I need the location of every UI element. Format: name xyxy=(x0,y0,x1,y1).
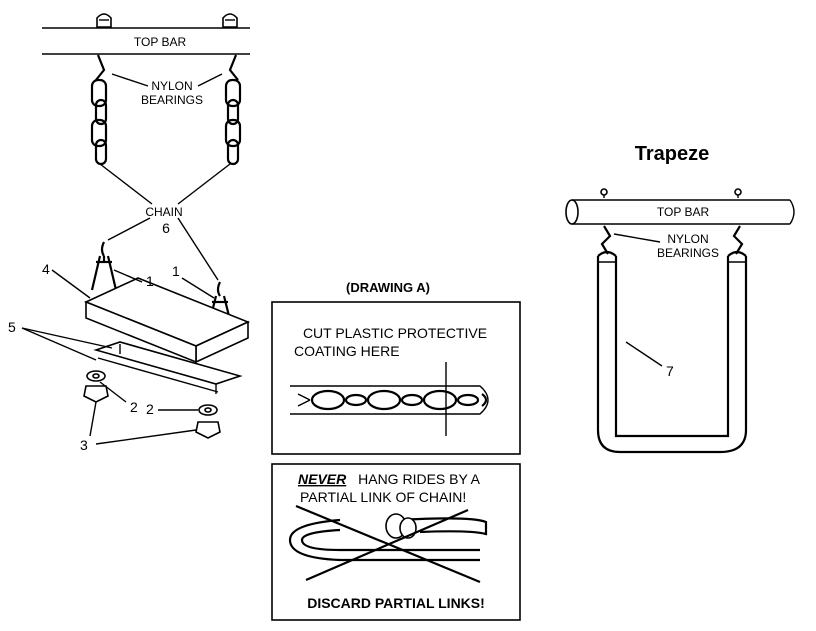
warning-line2: PARTIAL LINK OF CHAIN! xyxy=(300,489,466,505)
drawing-a-box xyxy=(271,301,521,455)
swing-left-hanger xyxy=(90,241,118,291)
callout-4: 4 xyxy=(42,261,50,277)
callout-7-leader xyxy=(625,341,663,367)
callout-2-left: 2 xyxy=(130,399,138,415)
swing-chain-label: CHAIN xyxy=(145,205,182,219)
drawing-a-title: (DRAWING A) xyxy=(346,280,430,295)
cross-line-2 xyxy=(305,508,469,582)
drawing-a: (DRAWING A) CUT PLASTIC PROTECTIVE COATI… xyxy=(271,280,521,455)
swing-left-chain xyxy=(90,54,108,166)
warning-panel: NEVER HANG RIDES BY A PARTIAL LINK OF CH… xyxy=(271,463,521,621)
swing-top-bar xyxy=(42,13,250,55)
swing-nylon-leader-right xyxy=(197,73,223,87)
trapeze-nylon-label-line1: NYLON xyxy=(667,232,708,246)
swing-right-chain xyxy=(224,54,242,166)
trapeze-top-bar xyxy=(565,188,795,225)
swing-assembly: TOP BAR NYLON BEARINGS CHAIN 6 xyxy=(8,13,251,453)
callout-7: 7 xyxy=(666,363,674,379)
trapeze-nylon-label-line2: BEARINGS xyxy=(657,246,719,260)
swing-nylon-label-line2: BEARINGS xyxy=(141,93,203,107)
swing-nylon-leader-left xyxy=(111,73,149,87)
callout-6: 6 xyxy=(162,220,170,236)
callout-2-right: 2 xyxy=(146,401,154,417)
warning-line1: NEVER HANG RIDES BY A xyxy=(298,471,481,487)
callout-1-right: 1 xyxy=(172,263,180,279)
swing-top-bar-label: TOP BAR xyxy=(134,35,187,49)
trapeze-assembly: Trapeze TOP BAR NYLON BEARINGS xyxy=(565,143,795,454)
drawing-a-cut-line2: COATING HERE xyxy=(294,343,400,359)
swing-seat xyxy=(83,277,251,364)
callout-1-left: 1 xyxy=(146,273,154,289)
swing-hardware xyxy=(83,370,221,439)
warning-line1-rest: HANG RIDES BY A xyxy=(358,471,481,487)
partial-link-illustration xyxy=(288,504,488,584)
callout-3: 3 xyxy=(80,437,88,453)
trapeze-u-handle xyxy=(596,250,748,454)
drawing-a-cut-line1: CUT PLASTIC PROTECTIVE xyxy=(303,325,487,341)
warning-never: NEVER xyxy=(298,471,347,487)
callout-5: 5 xyxy=(8,319,16,335)
swing-strap xyxy=(93,341,243,394)
trapeze-top-bar-label: TOP BAR xyxy=(657,205,710,219)
trapeze-nylon-leader xyxy=(613,233,661,243)
swing-nylon-label-line1: NYLON xyxy=(151,79,192,93)
warning-discard: DISCARD PARTIAL LINKS! xyxy=(307,595,485,611)
coated-chain-illustration xyxy=(290,362,489,436)
trapeze-hooks xyxy=(600,225,744,255)
trapeze-title: Trapeze xyxy=(635,143,709,165)
